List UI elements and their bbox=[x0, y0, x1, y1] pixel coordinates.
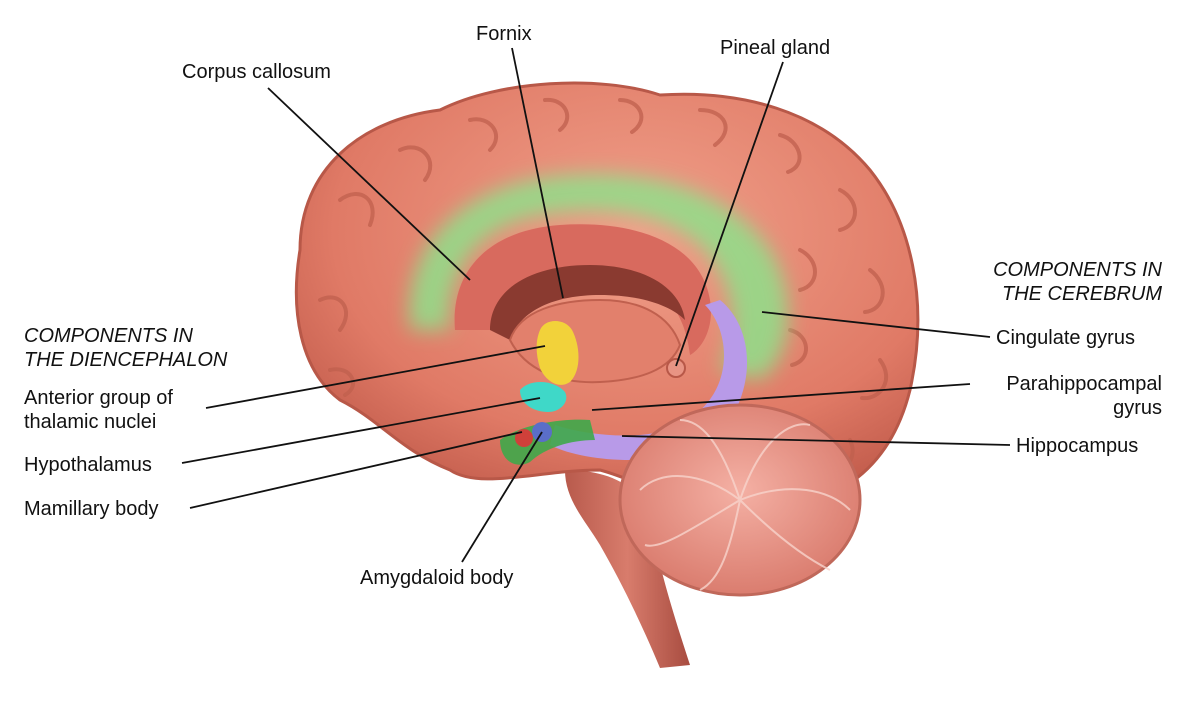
corpus-callosum-region bbox=[454, 224, 711, 355]
leader-hypothalamus bbox=[181, 397, 541, 464]
leader-hippocampus bbox=[621, 435, 1011, 446]
header-cerebrum-line-1: COMPONENTS IN bbox=[993, 259, 1162, 281]
label-fornix: Fornix bbox=[476, 23, 532, 45]
label-parahippocampal-gyrus-line-2: gyrus bbox=[1113, 397, 1162, 419]
label-anterior-thalamic: Anterior group of thalamic nuclei bbox=[24, 386, 173, 434]
gyri-folds bbox=[318, 97, 888, 474]
brain-stem bbox=[565, 470, 690, 668]
label-corpus-callosum: Corpus callosum bbox=[182, 61, 331, 83]
leader-anterior-thalamic bbox=[205, 345, 546, 409]
header-diencephalon-line-2: THE DIENCEPHALON bbox=[24, 349, 228, 371]
label-cingulate-gyrus: Cingulate gyrus bbox=[996, 327, 1135, 349]
leader-mamillary-body bbox=[189, 431, 523, 509]
leader-fornix bbox=[511, 47, 564, 299]
label-anterior-thalamic-line-2: thalamic nuclei bbox=[24, 411, 157, 433]
pineal-gland-region bbox=[666, 358, 686, 378]
header-cerebrum-line-2: THE CEREBRUM bbox=[1001, 283, 1162, 305]
cerebellum bbox=[618, 403, 862, 597]
leader-lines bbox=[181, 47, 1011, 563]
label-parahippocampal-gyrus: Parahippocampal gyrus bbox=[1006, 372, 1162, 420]
cingulate-gyrus-region bbox=[409, 174, 789, 380]
label-pineal-gland: Pineal gland bbox=[720, 37, 831, 59]
label-hippocampus: Hippocampus bbox=[1016, 435, 1139, 457]
leader-pineal-gland bbox=[675, 61, 784, 367]
label-parahippocampal-gyrus-line-1: Parahippocampal bbox=[1006, 373, 1162, 395]
header-diencephalon-line-1: COMPONENTS IN bbox=[24, 325, 193, 347]
leader-parahippocampal-gyrus bbox=[591, 383, 971, 411]
leader-cingulate-gyrus bbox=[761, 311, 991, 338]
hypothalamus-region bbox=[520, 381, 567, 412]
header-cerebrum: COMPONENTS IN THE CEREBRUM bbox=[993, 258, 1162, 306]
label-anterior-thalamic-line-1: Anterior group of bbox=[24, 387, 173, 409]
anterior-thalamic-nuclei-region bbox=[536, 321, 579, 385]
leader-corpus-callosum bbox=[267, 87, 471, 281]
header-diencephalon: COMPONENTS IN THE DIENCEPHALON bbox=[24, 324, 227, 372]
label-hypothalamus: Hypothalamus bbox=[24, 454, 152, 476]
label-amygdaloid-body: Amygdaloid body bbox=[360, 567, 514, 589]
fornix-region bbox=[490, 265, 685, 340]
label-mamillary-body: Mamillary body bbox=[24, 498, 159, 520]
mamillary-body-region bbox=[515, 429, 533, 447]
leader-amygdaloid-body bbox=[461, 431, 543, 563]
